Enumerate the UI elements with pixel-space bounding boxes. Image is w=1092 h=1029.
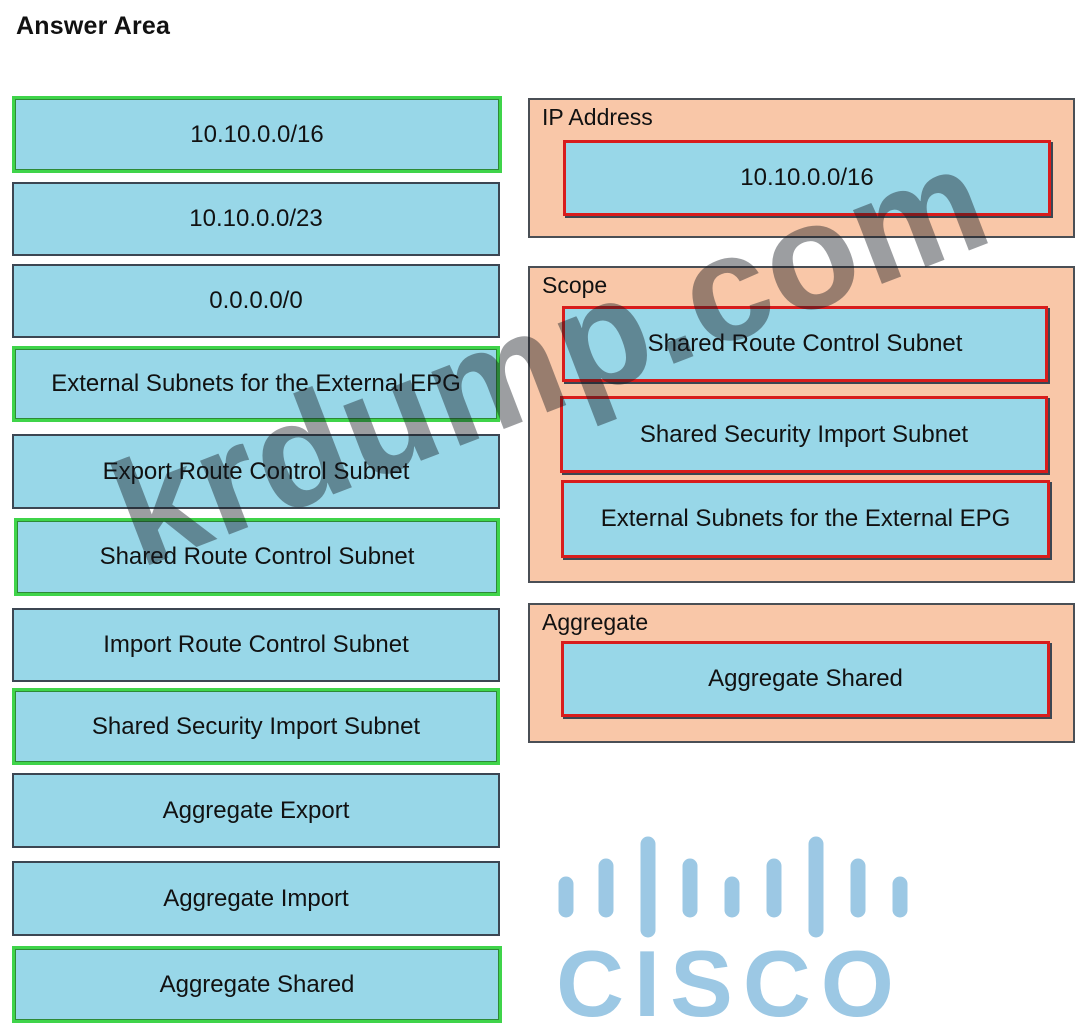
placed-item-shared-security-import[interactable]: Shared Security Import Subnet [560, 396, 1048, 473]
source-item-10-10-0-0-23[interactable]: 10.10.0.0/23 [12, 182, 500, 256]
ip-address-drop-zone[interactable]: IP Address 10.10.0.0/16 [528, 98, 1075, 238]
source-item-aggregate-import[interactable]: Aggregate Import [12, 861, 500, 936]
cisco-logo-wordmark: CISCO [556, 931, 904, 1022]
source-item-export-route-control[interactable]: Export Route Control Subnet [12, 434, 500, 509]
aggregate-label: Aggregate [542, 609, 649, 635]
source-item-10-10-0-0-16[interactable]: 10.10.0.0/16 [12, 96, 502, 173]
cisco-logo-bars [558, 836, 908, 938]
placed-item-aggregate-shared[interactable]: Aggregate Shared [561, 641, 1050, 717]
source-item-shared-security-import[interactable]: Shared Security Import Subnet [12, 688, 500, 765]
source-item-shared-route-control[interactable]: Shared Route Control Subnet [14, 518, 500, 596]
cisco-logo-icon: CISCO [556, 836, 908, 1022]
source-item-import-route-control[interactable]: Import Route Control Subnet [12, 608, 500, 682]
source-item-external-subnets[interactable]: External Subnets for the External EPG [12, 346, 500, 422]
source-item-aggregate-export[interactable]: Aggregate Export [12, 773, 500, 848]
placed-item-external-subnets[interactable]: External Subnets for the External EPG [561, 480, 1050, 558]
source-item-0-0-0-0-0[interactable]: 0.0.0.0/0 [12, 264, 500, 338]
placed-item-ip-address[interactable]: 10.10.0.0/16 [563, 140, 1051, 216]
ip-address-label: IP Address [542, 104, 653, 130]
aggregate-drop-zone[interactable]: Aggregate Aggregate Shared [528, 603, 1075, 743]
placed-item-shared-route-control[interactable]: Shared Route Control Subnet [562, 306, 1048, 382]
scope-drop-zone[interactable]: Scope Shared Route Control Subnet Shared… [528, 266, 1075, 583]
source-item-aggregate-shared[interactable]: Aggregate Shared [12, 946, 502, 1023]
scope-label: Scope [542, 272, 608, 298]
page-title: Answer Area [16, 12, 171, 40]
